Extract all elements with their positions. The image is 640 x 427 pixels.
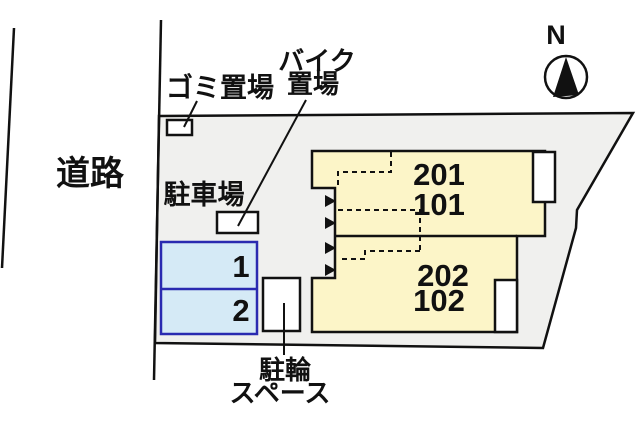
bicycle-space-label-line2: スペース [230, 378, 331, 408]
bike-area-rect [215, 210, 260, 235]
entrance-arrow-icon-2 [325, 217, 336, 229]
unit-201-label: 201 [413, 157, 465, 192]
stairwell-upper-rect [531, 150, 557, 204]
garbage-area-label: ゴミ置場 [166, 72, 274, 103]
bike-area-label-line1: バイク [278, 46, 355, 76]
garbage-leader-line [183, 100, 198, 128]
parking-spot-1-number: 1 [232, 249, 249, 284]
parking-spot-2-number: 2 [232, 293, 249, 328]
bike-area-label-line2: 置場 [287, 69, 339, 99]
unit-102-label: 102 [413, 283, 465, 318]
approach-path-upper [337, 152, 392, 187]
compass-north-label: N [546, 20, 566, 50]
road-label: 道路 [56, 155, 125, 193]
north-needle-icon [553, 57, 579, 97]
compass: N [543, 20, 589, 100]
bike-leader-line [237, 99, 307, 227]
approach-path-middle [338, 209, 421, 251]
unit-202-label: 202 [417, 258, 469, 293]
unit-101-label: 101 [413, 187, 465, 222]
bicycle-space-rect [261, 276, 302, 333]
entrance-arrow-icon-3 [325, 242, 336, 254]
building-outline [310, 149, 547, 334]
approach-path-lower [338, 250, 420, 260]
site-left-boundary-line [152, 19, 163, 381]
garbage-area-rect [165, 118, 194, 137]
car-parking-label: 駐車場 [164, 180, 245, 210]
stairwell-lower-rect [493, 278, 519, 334]
road-edge-line [0, 27, 16, 269]
bicycle-space-label-line1: 駐輪 [259, 355, 312, 385]
entrance-arrow-icon-1 [325, 195, 336, 207]
entrance-arrow-icon-4 [325, 264, 336, 276]
